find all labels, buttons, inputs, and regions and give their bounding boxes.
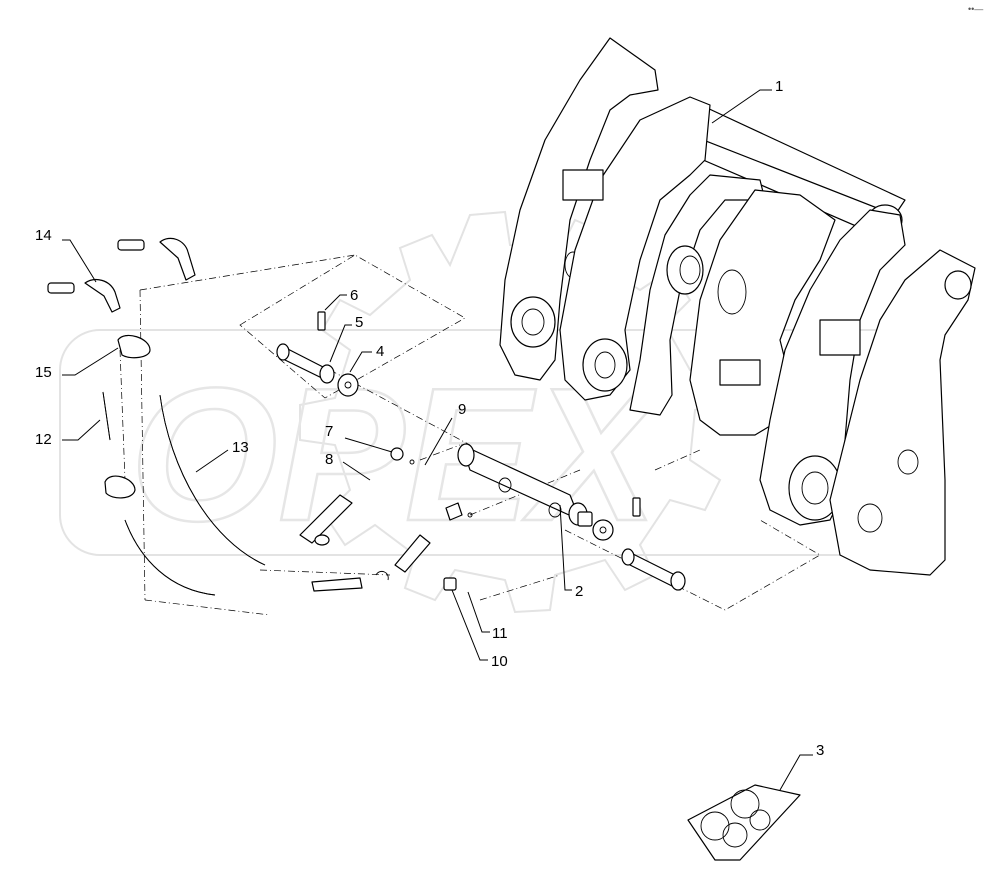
corner-mark: ••—: [968, 4, 983, 14]
quick-coupler-14: [47, 237, 196, 313]
callout-2: 2: [559, 504, 583, 600]
svg-text:4: 4: [376, 343, 384, 360]
svg-text:8: 8: [325, 451, 333, 468]
callout-7: 7: [325, 423, 393, 453]
svg-text:12: 12: [35, 431, 52, 448]
right-roll-pin: [632, 497, 641, 517]
main-bracket-assembly: [499, 37, 976, 576]
callout-6: 6: [324, 287, 358, 311]
adapter-fitting: [443, 577, 457, 591]
svg-text:3: 3: [816, 742, 824, 759]
callout-12: 12: [35, 419, 101, 448]
hose-assembly-13: [124, 394, 266, 596]
svg-text:1: 1: [775, 78, 783, 95]
left-bushing: [276, 343, 335, 384]
svg-text:15: 15: [35, 364, 52, 381]
left-roll-pin: [317, 311, 326, 331]
grease-fitting-upper: [390, 447, 415, 465]
callout-14: 14: [35, 227, 97, 283]
callout-8: 8: [325, 451, 371, 481]
svg-text:11: 11: [492, 625, 508, 642]
elbow-fitting-left: [299, 494, 353, 546]
callout-1: 1: [711, 78, 783, 124]
left-washer: [337, 373, 359, 397]
right-bushing: [621, 548, 686, 591]
callout-9: 9: [424, 401, 466, 466]
callout-15: 15: [35, 347, 119, 381]
hose-segment-12: [102, 391, 363, 592]
callout-11: 11: [467, 591, 508, 642]
svg-text:13: 13: [232, 439, 249, 456]
callout-5: 5: [329, 314, 363, 363]
callout-4: 4: [349, 343, 384, 373]
callout-3: 3: [779, 742, 824, 791]
seal-kit-bag: [687, 784, 801, 861]
svg-text:9: 9: [458, 401, 466, 418]
svg-text:10: 10: [491, 653, 508, 670]
hose-clip-15: [104, 335, 389, 581]
svg-text:2: 2: [575, 583, 583, 600]
svg-text:7: 7: [325, 423, 333, 440]
right-washer: [592, 519, 614, 541]
pivot-shaft: [457, 443, 593, 527]
callout-10: 10: [451, 589, 508, 670]
elbow-fitting-right: [394, 502, 473, 573]
callout-13: 13: [195, 439, 249, 473]
svg-text:5: 5: [355, 314, 363, 331]
svg-text:6: 6: [350, 287, 358, 304]
svg-text:14: 14: [35, 227, 52, 244]
